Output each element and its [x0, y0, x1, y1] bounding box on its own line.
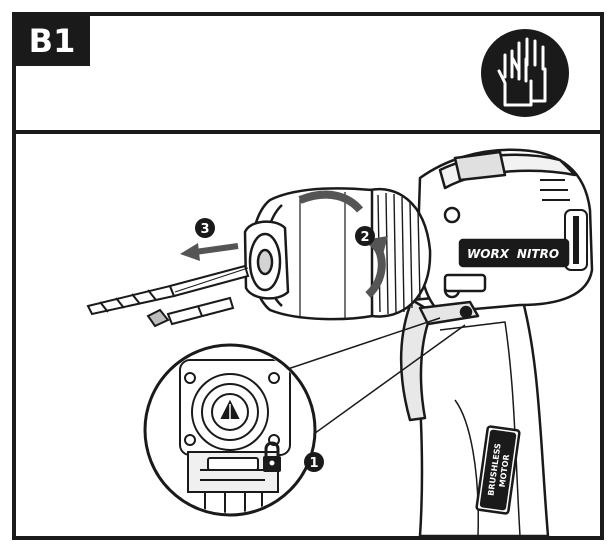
padlock-icon — [263, 441, 281, 472]
step-1-badge: 1 — [304, 452, 324, 472]
clutch-ring — [368, 187, 432, 318]
svg-text:2: 2 — [360, 230, 369, 245]
step-3-badge: 3 — [195, 218, 215, 238]
panel-label: B1 — [29, 22, 76, 60]
protective-gloves-icon — [481, 29, 569, 117]
panel-label-box: B1 — [14, 14, 90, 66]
straight-arrow-icon — [180, 243, 239, 261]
screwdriver-bit — [146, 296, 235, 328]
drill-illustration: WORX NITRO BRUSHLESS MOTOR — [243, 148, 594, 538]
brand-right: NITRO — [517, 247, 559, 261]
motor-badge: BRUSHLESS MOTOR — [475, 425, 521, 515]
drill-bits — [86, 264, 250, 328]
brand-left: WORX — [467, 247, 510, 261]
detail-view — [143, 343, 317, 517]
svg-text:1: 1 — [309, 456, 318, 471]
step-2-badge: 2 — [355, 226, 375, 246]
brand-band — [458, 238, 570, 268]
svg-text:3: 3 — [200, 222, 209, 237]
